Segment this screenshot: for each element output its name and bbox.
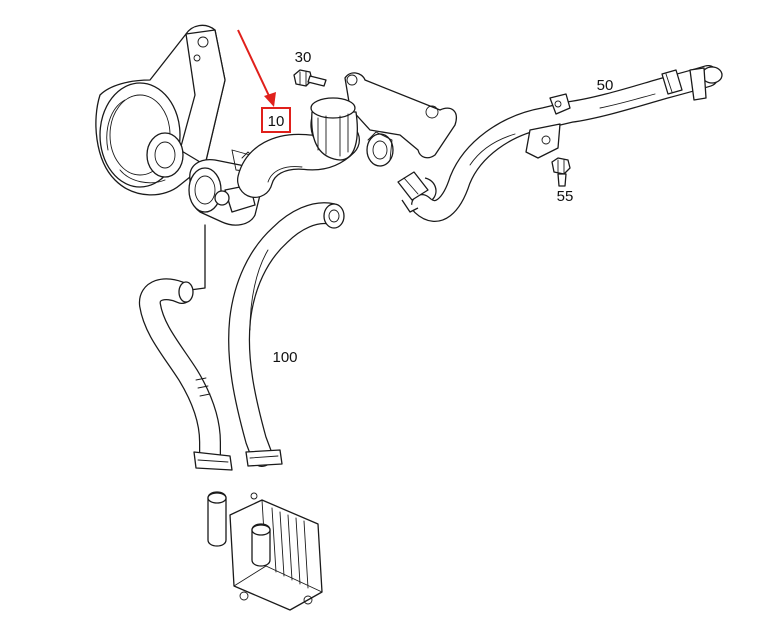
hose-part-50 (397, 65, 723, 222)
water-pump-assembly (95, 24, 226, 196)
oil-cooler (207, 491, 323, 611)
label-part-55: 55 (557, 188, 574, 205)
label-part-10: 10 (268, 113, 285, 130)
bolt-part-55 (551, 157, 571, 187)
hose-part-100 (228, 202, 345, 467)
highlight-arrow (237, 29, 276, 107)
highlight-box-part-10 (261, 107, 291, 133)
label-part-50: 50 (597, 77, 614, 94)
hose-left-lower (138, 224, 233, 471)
bolt-part-30 (293, 69, 327, 87)
label-part-100: 100 (272, 349, 297, 366)
label-part-30: 30 (295, 49, 312, 66)
coolant-connector-housing (310, 72, 457, 167)
